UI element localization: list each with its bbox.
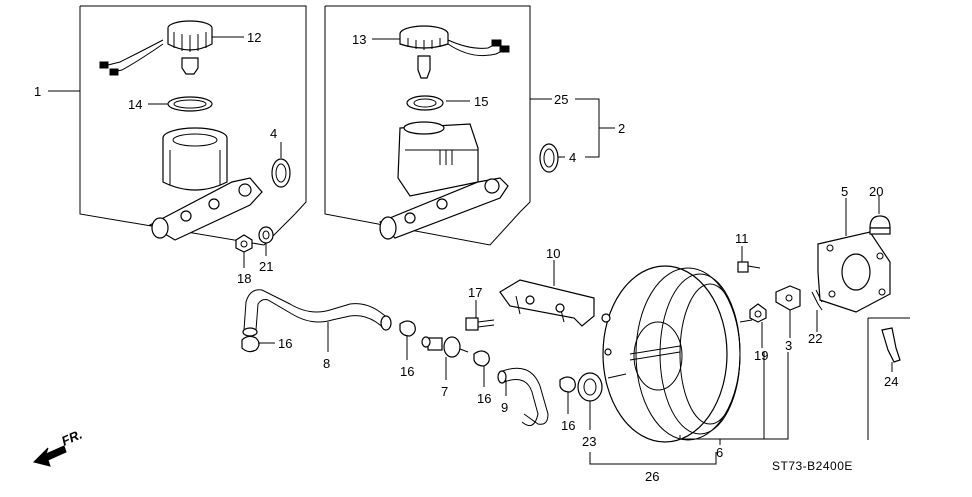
callout-23: 23 bbox=[582, 434, 596, 449]
callout-14: 14 bbox=[128, 97, 142, 112]
master-cylinder-assembly-left bbox=[79, 5, 307, 253]
brake-booster-icon bbox=[601, 265, 753, 443]
hose-clamp-icon bbox=[559, 376, 576, 393]
callout-12: 12 bbox=[247, 30, 261, 45]
callout-16: 16 bbox=[278, 336, 292, 351]
callout-5: 5 bbox=[841, 184, 848, 199]
callout-9: 9 bbox=[501, 400, 508, 415]
callout-3: 3 bbox=[785, 338, 792, 353]
callout-labels: 1 12 14 4 18 21 13 15 25 2 4 16 8 16 7 1… bbox=[34, 30, 898, 484]
vacuum-hose-icon bbox=[497, 367, 549, 427]
hose-clamp-icon bbox=[473, 350, 490, 367]
callout-26: 26 bbox=[645, 469, 659, 484]
clevis-icon bbox=[775, 285, 801, 311]
reservoir-cap-icon bbox=[399, 25, 510, 79]
hose-clamp-icon bbox=[399, 320, 416, 337]
callout-2: 2 bbox=[618, 121, 625, 136]
reservoir-cap-icon bbox=[99, 20, 213, 76]
callout-20: 20 bbox=[869, 184, 883, 199]
direction-label: FR. bbox=[59, 427, 84, 449]
callout-15: 15 bbox=[474, 94, 488, 109]
check-valve-icon bbox=[421, 336, 469, 358]
master-cylinder-body-icon bbox=[378, 121, 509, 240]
bolt-icon bbox=[465, 317, 495, 331]
callout-7: 7 bbox=[441, 384, 448, 399]
washer-icon bbox=[258, 226, 274, 244]
nut-icon bbox=[749, 303, 767, 323]
leader-lines bbox=[48, 36, 893, 465]
grommet-icon bbox=[539, 143, 559, 173]
gasket-icon bbox=[817, 231, 891, 313]
master-cylinder-body-icon bbox=[148, 177, 263, 241]
reservoir-seal-icon bbox=[167, 96, 213, 112]
bolt-icon bbox=[737, 261, 761, 273]
nut-icon bbox=[235, 234, 253, 253]
callout-22: 22 bbox=[808, 331, 822, 346]
reservoir-seal-icon bbox=[406, 95, 444, 111]
callout-21: 21 bbox=[259, 259, 273, 274]
callout-13: 13 bbox=[352, 32, 366, 47]
vacuum-hose-icon bbox=[242, 289, 392, 337]
callout-16: 16 bbox=[400, 364, 414, 379]
callout-19: 19 bbox=[754, 348, 768, 363]
callout-4: 4 bbox=[569, 150, 576, 165]
front-direction-arrow-icon bbox=[33, 445, 67, 467]
callout-16: 16 bbox=[477, 391, 491, 406]
callout-18: 18 bbox=[237, 271, 251, 286]
callout-4: 4 bbox=[270, 126, 277, 141]
catalog-code: ST73-B2400E bbox=[772, 459, 853, 473]
callout-6: 6 bbox=[716, 445, 723, 460]
callout-11: 11 bbox=[735, 231, 749, 246]
master-cylinder-assembly-right bbox=[324, 5, 559, 246]
hose-clamp-icon bbox=[241, 335, 260, 353]
callout-24: 24 bbox=[884, 374, 898, 389]
retainer-clip-icon bbox=[867, 317, 910, 440]
reservoir-body-icon bbox=[162, 127, 228, 191]
callout-1: 1 bbox=[34, 84, 41, 99]
cap-nut-icon bbox=[869, 215, 891, 235]
seal-ring-icon bbox=[577, 372, 603, 402]
callout-10: 10 bbox=[546, 246, 560, 261]
bracket-icon bbox=[499, 279, 595, 327]
grommet-icon bbox=[271, 158, 291, 188]
callout-8: 8 bbox=[323, 356, 330, 371]
callout-25: 25 bbox=[554, 92, 568, 107]
callout-17: 17 bbox=[468, 285, 482, 300]
callout-16: 16 bbox=[561, 418, 575, 433]
